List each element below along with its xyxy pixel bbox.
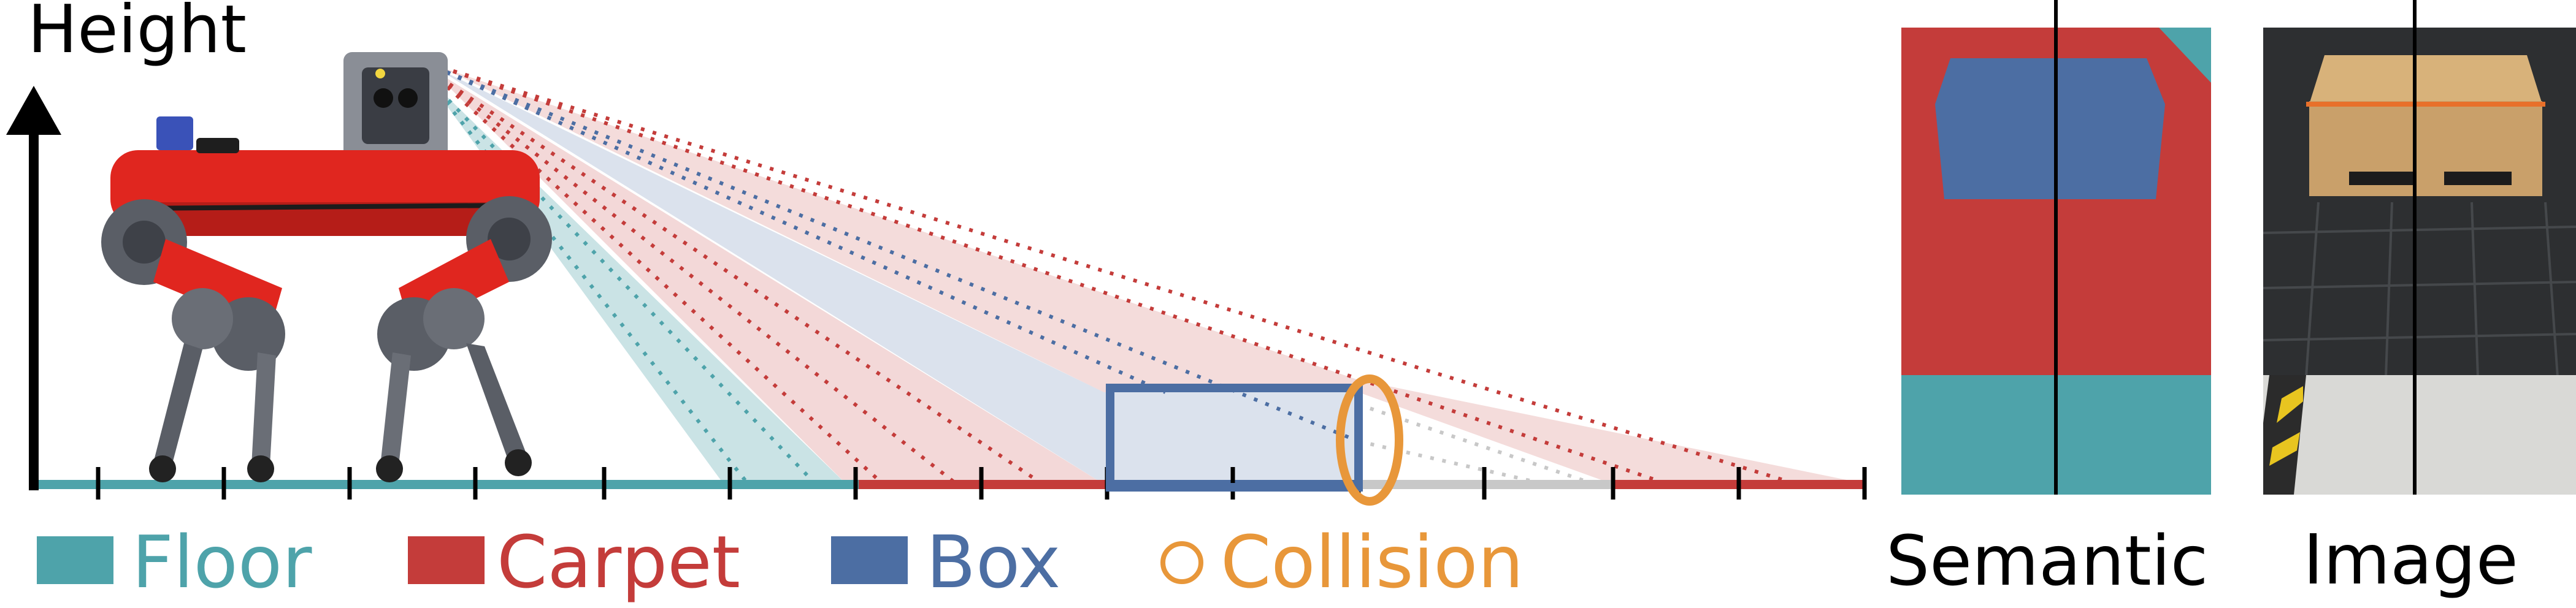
legend-collision-circle: [1160, 541, 1203, 584]
robot-body-cable: [140, 203, 510, 211]
robot-knee-rear-inner: [172, 288, 233, 349]
image-crate-top: [2309, 55, 2542, 104]
robot-hip-front-right-cap: [488, 218, 531, 260]
tile-line: [2544, 202, 2559, 378]
legend-box-swatch: [831, 536, 908, 584]
ray-grey-1: [1358, 439, 1546, 486]
ray-carpet-2: [428, 69, 958, 486]
ray-far-2: [441, 66, 1798, 486]
robot-foot: [505, 449, 532, 476]
tile-line: [2471, 202, 2479, 378]
robot-knee-front-inner: [423, 288, 485, 349]
robot-top-module: [196, 138, 239, 153]
image-hazard-stripe: [2269, 432, 2300, 466]
frustum-box: [435, 67, 1359, 484]
robot-foot: [376, 455, 403, 482]
legend-floor-label: Floor: [132, 520, 312, 604]
ray-floor-2: [421, 72, 818, 486]
camera-lens-2: [398, 88, 418, 108]
sensor-frustums: [423, 67, 1868, 484]
robot-foot: [149, 455, 176, 482]
ray-carpet-1: [427, 69, 885, 486]
semantic-panel: [1901, 0, 2211, 495]
height-axis-label: Height: [28, 0, 247, 68]
robot-icon: [101, 52, 552, 482]
image-light-floor: [2263, 375, 2576, 495]
image-crate-slot: [2444, 172, 2512, 185]
image-floor-tiles: [2263, 202, 2576, 378]
tile-line: [2263, 333, 2576, 341]
ground-carpet-1: [859, 480, 1113, 489]
legend-carpet-swatch: [408, 536, 485, 584]
semantic-panel-label: Semantic: [1886, 522, 2209, 601]
box-obstacle: [1106, 384, 1363, 492]
camera-face: [362, 67, 429, 144]
collision-marker: [1336, 374, 1403, 506]
semantic-floor-corner: [2159, 28, 2211, 83]
robot-shank-front-1: [380, 352, 411, 466]
ground-strip: [34, 480, 1865, 489]
robot-shank-front-2: [466, 343, 527, 463]
robot-hip-rear-left-cap: [123, 221, 166, 264]
ground-ticks: [96, 467, 1867, 500]
robot-body-shade: [135, 202, 515, 236]
robot-shank-rear-2: [251, 352, 276, 466]
ray-floor-1: [421, 72, 750, 485]
height-axis-arrowhead: [6, 86, 61, 135]
frustum-carpet-near: [429, 67, 1104, 484]
legend-floor-swatch: [37, 536, 113, 584]
camera-image-panel: [2263, 0, 2576, 495]
ray-grey-2: [1358, 403, 1595, 486]
semantic-box-region: [1935, 58, 2165, 199]
ray-box-1: [434, 66, 1167, 394]
camera-lens-1: [374, 88, 393, 108]
sensor-rays: [421, 66, 1798, 486]
robot-foot: [247, 455, 274, 482]
tile-line: [2385, 202, 2393, 378]
robot-shank-rear-1: [153, 343, 202, 466]
tile-line: [2263, 281, 2576, 289]
ground-floor: [34, 480, 859, 489]
height-axis: [6, 86, 61, 490]
ray-far-1: [441, 66, 1669, 486]
image-crate-slot: [2349, 172, 2417, 185]
image-panel-label: Image: [2303, 520, 2518, 600]
legend-carpet-label: Carpet: [497, 520, 740, 604]
camera-led: [375, 69, 385, 78]
robot-lidar: [156, 116, 193, 150]
legend-box-label: Box: [926, 520, 1061, 604]
ray-carpet-3: [428, 69, 1044, 486]
legend-collision-label: Collision: [1221, 520, 1524, 604]
tile-line: [2305, 202, 2320, 378]
image-hazard-stripe: [2277, 386, 2303, 423]
